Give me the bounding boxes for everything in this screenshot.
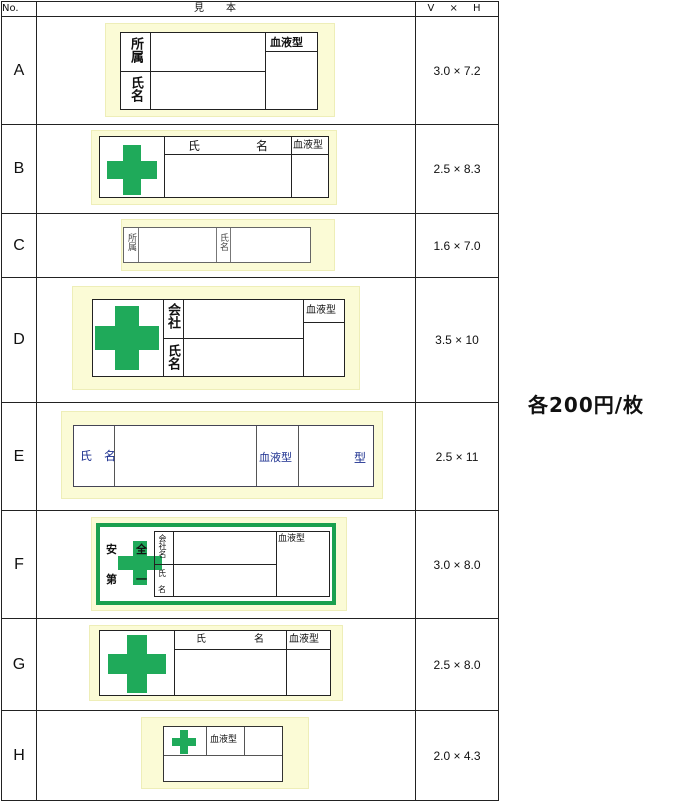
sample-cell: 所属 氏名 血液型	[36, 16, 416, 125]
size-value: 2.5 × 8.0	[415, 618, 499, 711]
green-cross-icon	[118, 541, 162, 585]
size-value: 2.5 × 8.3	[415, 124, 499, 214]
green-cross-icon	[172, 730, 196, 754]
table-row: A 所属 氏名 血液型 3.0 × 7.2	[1, 16, 499, 125]
label-sample-c: 所属 氏名	[123, 227, 311, 263]
label-text: 血液型	[293, 140, 323, 151]
size-value: 1.6 × 7.0	[415, 213, 499, 278]
row-id: F	[1, 510, 37, 619]
label-sample-h: 血液型	[163, 726, 283, 782]
label-text: 氏	[158, 569, 166, 578]
row-id: G	[1, 618, 37, 711]
label-text: 型	[354, 451, 367, 465]
table-row: D 会社 氏名 血液型 3.5 × 10	[1, 277, 499, 403]
label-text: 氏名	[218, 233, 228, 251]
green-cross-icon	[108, 635, 166, 693]
row-id: D	[1, 277, 37, 403]
label-text: 氏名	[165, 344, 180, 370]
label-sample-a: 所属 氏名 血液型	[120, 32, 318, 110]
label-text: 血液型	[259, 451, 292, 464]
label-text: 会社	[165, 303, 180, 329]
row-id: A	[1, 16, 37, 125]
table-row: G 氏 名 血液型 2.5 × 8.0	[1, 618, 499, 711]
label-text: 氏	[196, 634, 206, 645]
label-sample-b: 氏 名 血液型	[99, 136, 329, 198]
label-text: 血液型	[270, 36, 303, 49]
table-header-row: No. 見本 V × H	[1, 1, 499, 17]
label-text: 氏名	[80, 449, 129, 463]
label-text: 血液型	[278, 534, 306, 544]
table-row: B 氏 名 血液型 2.5 × 8.3	[1, 124, 499, 214]
sample-cell: 氏名 血液型 型	[36, 402, 416, 511]
sample-cell: 氏 名 血液型	[36, 618, 416, 711]
size-value: 3.0 × 7.2	[415, 16, 499, 125]
size-value: 2.5 × 11	[415, 402, 499, 511]
table-row: H 血液型 2.0 × 4.3	[1, 710, 499, 801]
header-vh: V × H	[415, 1, 499, 17]
label-text: 一	[136, 573, 147, 586]
size-value: 2.0 × 4.3	[415, 710, 499, 801]
sample-cell: 氏 名 血液型	[36, 124, 416, 214]
table-row: C 所属 氏名 1.6 × 7.0	[1, 213, 499, 278]
catalog-table: No. 見本 V × H A 所属 氏名 血液型 3.0 × 7.2 B	[1, 1, 499, 801]
sample-cell: 会社 氏名 血液型	[36, 277, 416, 403]
size-value: 3.0 × 8.0	[415, 510, 499, 619]
row-id: E	[1, 402, 37, 511]
table-row: E 氏名 血液型 型 2.5 × 11	[1, 402, 499, 511]
row-id: H	[1, 710, 37, 801]
label-text: 名	[254, 634, 264, 645]
label-sample-f: 安 全 第 一 会社名 氏 名 血液型	[96, 523, 336, 605]
label-sample-e: 氏名 血液型 型	[73, 425, 374, 487]
label-text: 第	[106, 573, 117, 586]
label-text: 名	[158, 585, 166, 594]
sample-cell: 血液型	[36, 710, 416, 801]
label-text: 所属	[128, 37, 143, 63]
label-text: 血液型	[306, 305, 336, 316]
label-text: 会社名	[158, 534, 167, 558]
green-cross-icon	[95, 306, 159, 370]
label-sample-g: 氏 名 血液型	[99, 630, 331, 696]
header-no: No.	[1, 1, 37, 17]
row-id: B	[1, 124, 37, 214]
sample-cell: 安 全 第 一 会社名 氏 名 血液型	[36, 510, 416, 619]
label-text: 全	[136, 543, 147, 556]
header-sample: 見本	[36, 1, 416, 17]
label-sample-d: 会社 氏名 血液型	[92, 299, 345, 377]
green-cross-icon	[107, 145, 157, 195]
price-note: 各200円/枚	[528, 393, 645, 417]
label-text: 血液型	[289, 634, 319, 645]
sample-cell: 所属 氏名	[36, 213, 416, 278]
table-row: F 安 全 第 一 会社名 氏 名 血液型 3.0 × 8.0	[1, 510, 499, 619]
size-value: 3.5 × 10	[415, 277, 499, 403]
row-id: C	[1, 213, 37, 278]
label-text: 血液型	[210, 735, 238, 745]
label-text: 所属	[126, 233, 136, 251]
label-text: 氏名	[128, 76, 143, 102]
label-text: 名	[256, 139, 269, 153]
label-text: 安	[106, 543, 117, 556]
label-text: 氏	[188, 139, 201, 153]
